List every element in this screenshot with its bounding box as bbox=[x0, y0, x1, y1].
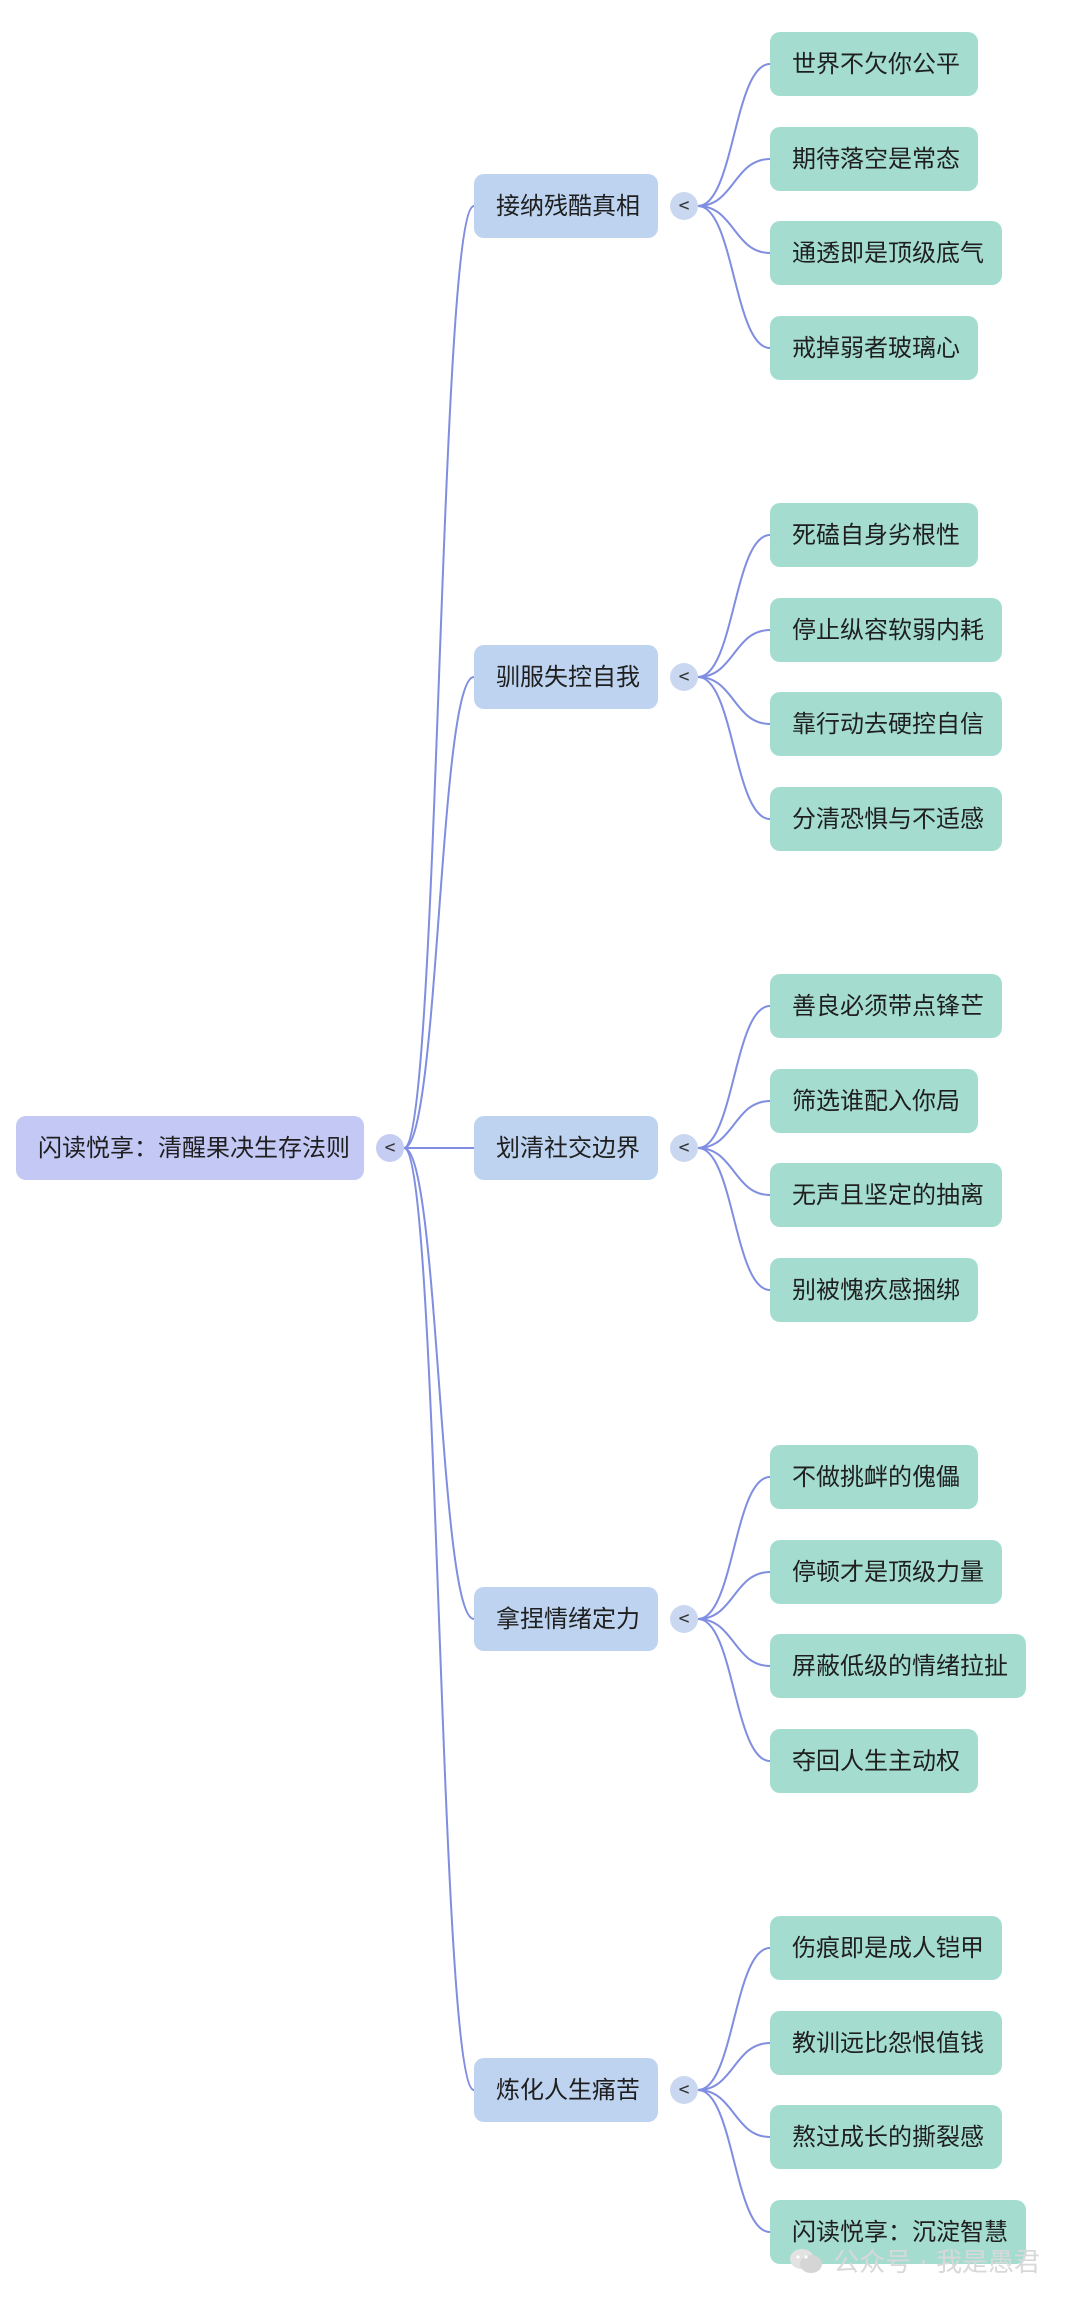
leaf-label: 分清恐惧与不适感 bbox=[792, 805, 984, 833]
branch-node[interactable]: 接纳残酷真相 bbox=[474, 174, 658, 238]
branch-node[interactable]: 拿捏情绪定力 bbox=[474, 1587, 658, 1651]
leaf-node[interactable]: 靠行动去硬控自信 bbox=[770, 692, 1002, 756]
branch-leaf-connector bbox=[697, 2089, 771, 2138]
leaf-label: 期待落空是常态 bbox=[792, 145, 960, 173]
branch-leaf-connector bbox=[697, 205, 771, 349]
branch-leaf-connector bbox=[697, 2042, 771, 2091]
leaf-node[interactable]: 别被愧疚感捆绑 bbox=[770, 1258, 978, 1322]
leaf-label: 闪读悦享：沉淀智慧 bbox=[792, 2218, 1008, 2246]
branch-node[interactable]: 划清社交边界 bbox=[474, 1116, 658, 1180]
branch-node[interactable]: 炼化人生痛苦 bbox=[474, 2058, 658, 2122]
leaf-node[interactable]: 熬过成长的撕裂感 bbox=[770, 2105, 1002, 2169]
branch-label: 炼化人生痛苦 bbox=[496, 2076, 640, 2104]
leaf-label: 停止纵容软弱内耗 bbox=[792, 616, 984, 644]
branch-leaf-connector bbox=[697, 205, 771, 254]
branch-leaf-connector bbox=[697, 1005, 771, 1149]
leaf-label: 熬过成长的撕裂感 bbox=[792, 2123, 984, 2151]
leaf-node[interactable]: 伤痕即是成人铠甲 bbox=[770, 1916, 1002, 1980]
branch-collapse-toggle[interactable]: < bbox=[670, 192, 698, 220]
leaf-node[interactable]: 屏蔽低级的情绪拉扯 bbox=[770, 1634, 1026, 1698]
leaf-label: 屏蔽低级的情绪拉扯 bbox=[792, 1652, 1008, 1680]
leaf-node[interactable]: 无声且坚定的抽离 bbox=[770, 1163, 1002, 1227]
branch-leaf-connector bbox=[697, 534, 771, 678]
leaf-node[interactable]: 停顿才是顶级力量 bbox=[770, 1540, 1002, 1604]
leaf-label: 筛选谁配入你局 bbox=[792, 1087, 960, 1115]
leaf-label: 夺回人生主动权 bbox=[792, 1747, 960, 1775]
leaf-label: 停顿才是顶级力量 bbox=[792, 1558, 984, 1586]
leaf-node[interactable]: 夺回人生主动权 bbox=[770, 1729, 978, 1793]
leaf-node[interactable]: 不做挑衅的傀儡 bbox=[770, 1445, 978, 1509]
root-branch-connector bbox=[403, 676, 475, 1149]
branch-collapse-toggle[interactable]: < bbox=[670, 2076, 698, 2104]
leaf-label: 善良必须带点锋芒 bbox=[792, 992, 984, 1020]
branch-leaf-connector bbox=[697, 63, 771, 207]
leaf-label: 世界不欠你公平 bbox=[792, 50, 960, 78]
watermark-text: 公众号 · 我是愚君 bbox=[833, 2248, 1040, 2278]
leaf-label: 教训远比怨恨值钱 bbox=[792, 2029, 984, 2057]
branch-leaf-connector bbox=[697, 629, 771, 678]
leaf-node[interactable]: 筛选谁配入你局 bbox=[770, 1069, 978, 1133]
root-label: 闪读悦享：清醒果决生存法则 bbox=[38, 1134, 350, 1162]
leaf-label: 死磕自身劣根性 bbox=[792, 521, 960, 549]
leaf-label: 伤痕即是成人铠甲 bbox=[792, 1934, 984, 1962]
watermark: 公众号 · 我是愚君 bbox=[789, 2242, 1040, 2279]
leaf-label: 戒掉弱者玻璃心 bbox=[792, 334, 960, 362]
leaf-node[interactable]: 戒掉弱者玻璃心 bbox=[770, 316, 978, 380]
branch-collapse-toggle[interactable]: < bbox=[670, 1134, 698, 1162]
leaf-label: 通透即是顶级底气 bbox=[792, 239, 984, 267]
branch-leaf-connector bbox=[697, 1147, 771, 1291]
branch-leaf-connector bbox=[697, 1618, 771, 1667]
leaf-node[interactable]: 停止纵容软弱内耗 bbox=[770, 598, 1002, 662]
leaf-label: 靠行动去硬控自信 bbox=[792, 710, 984, 738]
branch-node[interactable]: 驯服失控自我 bbox=[474, 645, 658, 709]
branch-leaf-connector bbox=[697, 1476, 771, 1620]
branch-leaf-connector bbox=[697, 676, 771, 820]
leaf-node[interactable]: 期待落空是常态 bbox=[770, 127, 978, 191]
branch-leaf-connector bbox=[697, 158, 771, 207]
branch-label: 拿捏情绪定力 bbox=[496, 1605, 640, 1633]
branch-label: 驯服失控自我 bbox=[496, 663, 640, 691]
leaf-label: 别被愧疚感捆绑 bbox=[792, 1276, 960, 1304]
branch-leaf-connector bbox=[697, 1100, 771, 1149]
branch-leaf-connector bbox=[697, 676, 771, 725]
wechat-icon bbox=[790, 2248, 823, 2273]
branch-collapse-toggle[interactable]: < bbox=[670, 1605, 698, 1633]
branch-leaf-connector bbox=[697, 1571, 771, 1620]
leaf-node[interactable]: 世界不欠你公平 bbox=[770, 32, 978, 96]
leaf-label: 无声且坚定的抽离 bbox=[792, 1181, 984, 1209]
leaf-node[interactable]: 通透即是顶级底气 bbox=[770, 221, 1002, 285]
root-branch-connector bbox=[403, 1147, 475, 1620]
branch-label: 接纳残酷真相 bbox=[496, 192, 640, 220]
root-branch-connector bbox=[403, 205, 475, 1149]
branch-collapse-toggle[interactable]: < bbox=[670, 663, 698, 691]
root-collapse-toggle[interactable]: < bbox=[376, 1134, 404, 1162]
leaf-node[interactable]: 死磕自身劣根性 bbox=[770, 503, 978, 567]
leaf-node[interactable]: 善良必须带点锋芒 bbox=[770, 974, 1002, 1038]
leaf-node[interactable]: 闪读悦享：沉淀智慧 bbox=[770, 2200, 1026, 2264]
branch-leaf-connector bbox=[697, 2089, 771, 2233]
leaf-node[interactable]: 教训远比怨恨值钱 bbox=[770, 2011, 1002, 2075]
branch-leaf-connector bbox=[697, 1618, 771, 1762]
branch-leaf-connector bbox=[697, 1147, 771, 1196]
leaf-node[interactable]: 分清恐惧与不适感 bbox=[770, 787, 1002, 851]
root-node[interactable]: 闪读悦享：清醒果决生存法则 bbox=[16, 1116, 364, 1180]
branch-leaf-connector bbox=[697, 1947, 771, 2091]
branch-label: 划清社交边界 bbox=[496, 1134, 640, 1162]
leaf-label: 不做挑衅的傀儡 bbox=[792, 1463, 960, 1491]
root-branch-connector bbox=[403, 1147, 475, 2091]
